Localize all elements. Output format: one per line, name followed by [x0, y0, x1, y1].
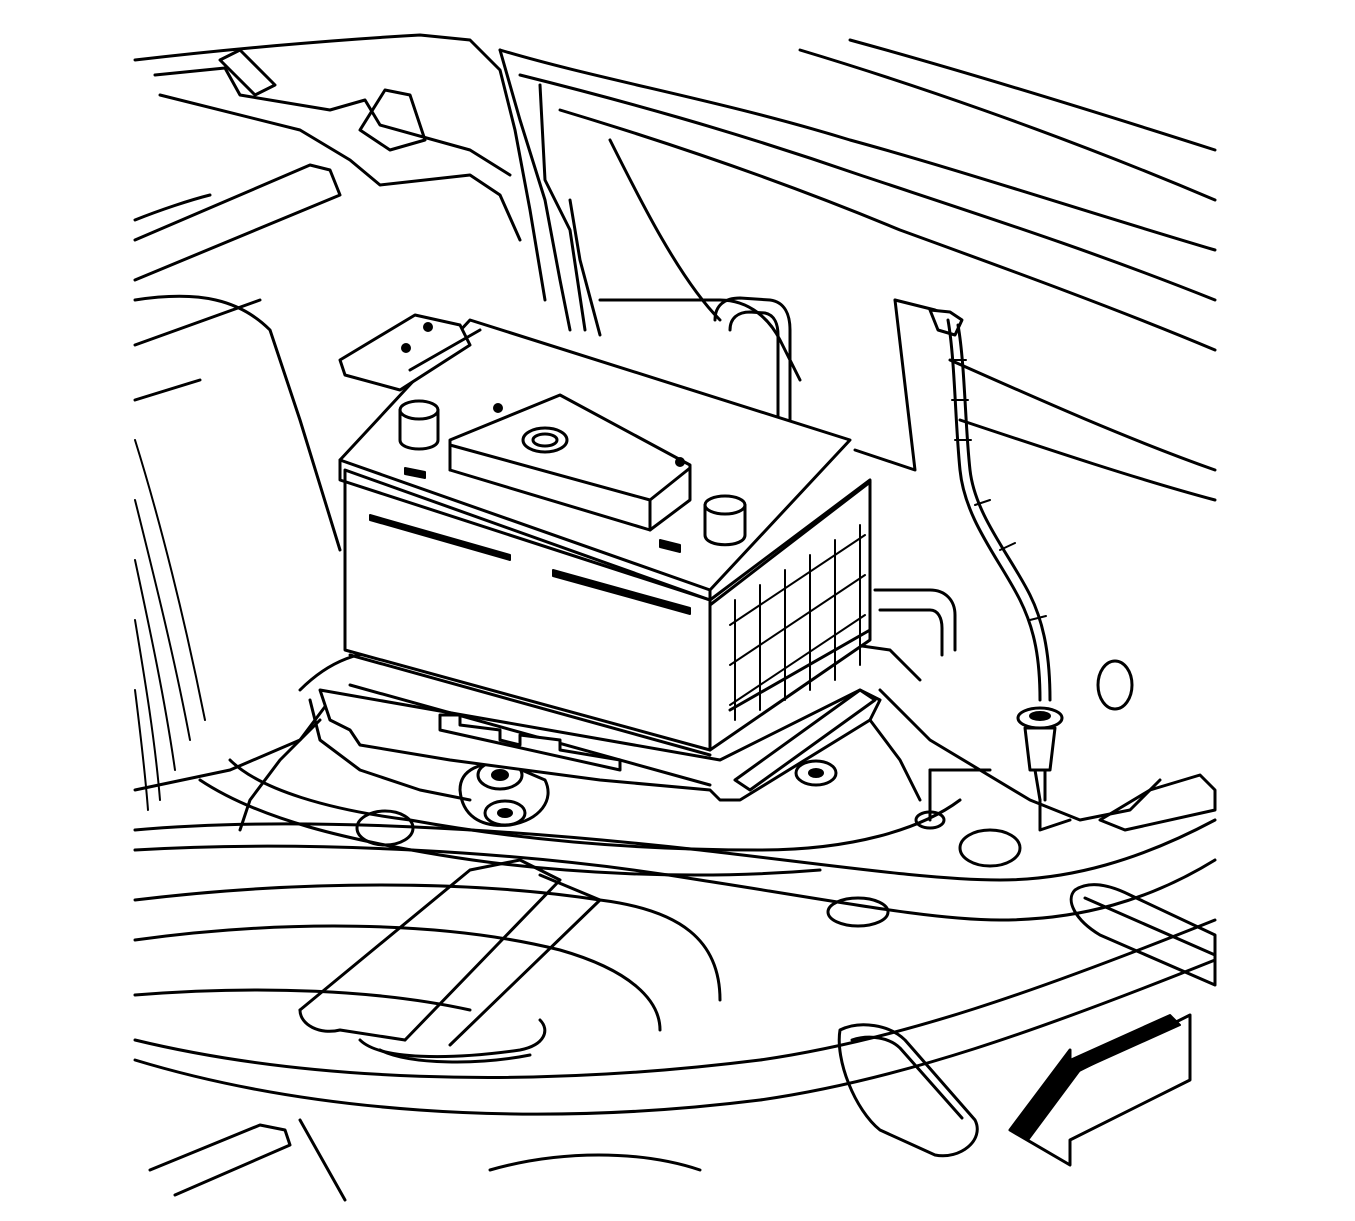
grommet-icon [1016, 706, 1072, 832]
rear-pillar [498, 48, 602, 337]
floor-rib-channel [298, 858, 602, 1064]
tray-stud [914, 768, 992, 830]
battery-icon [318, 313, 882, 802]
left-side-wall [133, 439, 332, 811]
view-direction-arrow-icon [1008, 1013, 1192, 1167]
floor-pads [148, 773, 1217, 1197]
upper-left-panel [133, 33, 547, 552]
upper-right-panel [498, 38, 1217, 502]
spare-wheel-well [133, 818, 1217, 1202]
sensor-cable-icon [853, 298, 1052, 702]
hold-down-loop [713, 296, 957, 657]
